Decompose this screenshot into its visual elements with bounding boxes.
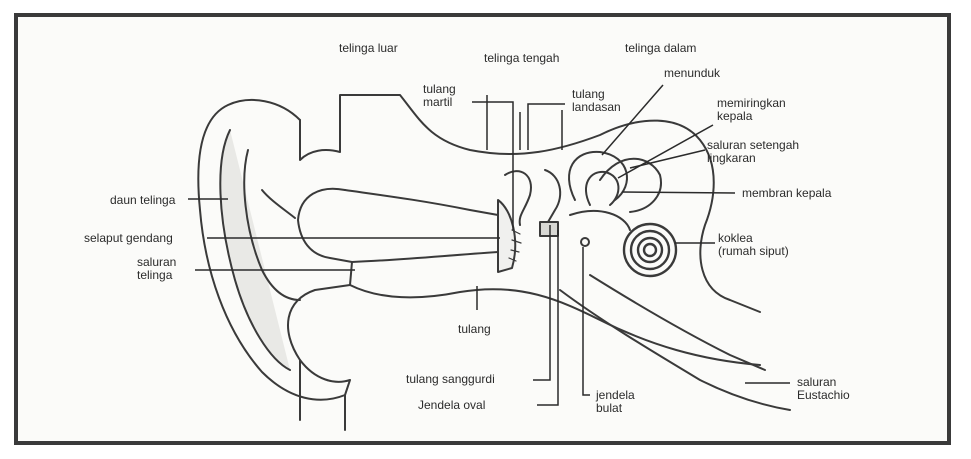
label-auricle: daun telinga [110,194,175,207]
round-window [581,238,589,246]
ear-canal-upper [345,190,498,215]
leader-round [583,247,590,395]
label-stapes: tulang sanggurdi [406,373,495,386]
label-eardrum: selaput gendang [84,232,173,245]
label-outer-ear: telinga luar [339,42,398,55]
label-incus: tulang landasan [572,88,621,114]
skull-outline [300,95,760,312]
label-malleus: tulang martil [423,83,456,109]
vestibule [570,211,630,230]
label-semicircular: saluran setengah lingkaran [707,139,799,165]
bone-lower [350,285,760,365]
leader-membrane [622,192,735,193]
ear-canal-lower [352,252,498,262]
label-round-window: jendela bulat [596,389,635,415]
label-oval-window: Jendela oval [418,399,485,412]
neck-column [300,360,345,430]
leader-incus [528,104,565,150]
label-head-membrane: membran kepala [742,187,831,200]
leader-oval [537,230,558,405]
stapes-shape [540,222,558,236]
label-middle-ear: telinga tengah [484,52,559,65]
cochlea-spiral [624,224,676,276]
label-ear-canal: saluran telinga [137,256,176,282]
label-inner-ear: telinga dalam [625,42,696,55]
incus-shape [545,170,560,222]
label-tilting: memiringkan kepala [717,97,786,123]
label-nodding: menunduk [664,67,720,80]
label-bone: tulang [458,323,491,336]
semicircular-canal-3 [600,159,661,212]
label-eustachian: saluran Eustachio [797,376,850,402]
leader-stapes [533,225,550,380]
label-cochlea: koklea (rumah siput) [718,232,789,258]
